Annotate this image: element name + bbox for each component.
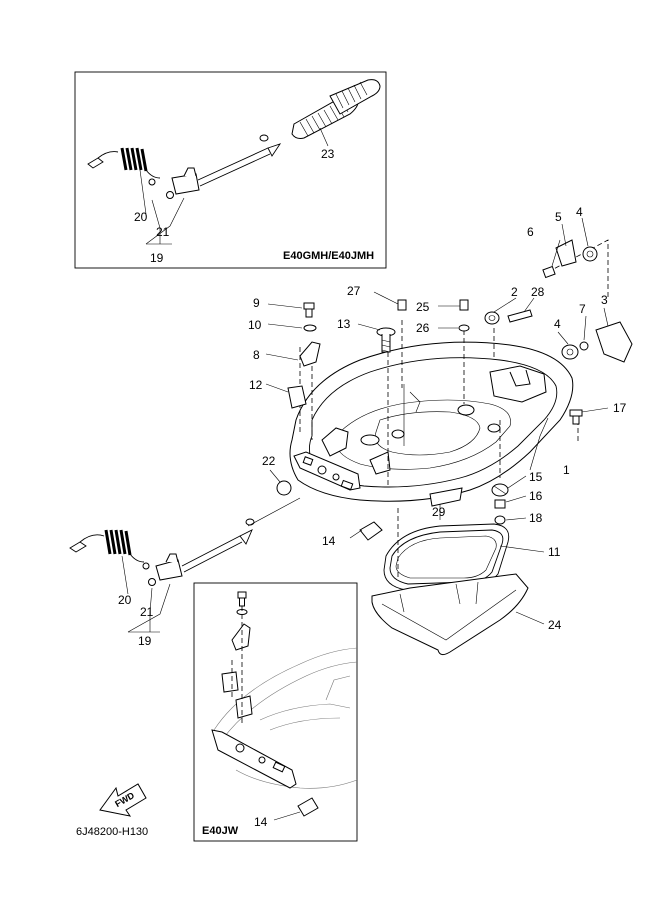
stop-switch-assembly-top (87, 79, 381, 199)
inset-part-14-plate (297, 797, 319, 817)
inset-bolt (237, 591, 247, 607)
variant-box-bottom: E40JW 14 (193, 582, 358, 842)
tiller-handle-grip (291, 79, 381, 139)
callout-13: 13 (337, 317, 351, 331)
variant-caption-bottom: E40JW (202, 825, 239, 837)
fwd-arrow: FWD (99, 783, 147, 817)
callout-14: 14 (322, 534, 336, 548)
callout-21-bottom: 21 (140, 605, 154, 619)
part-2-grommet (484, 311, 500, 325)
callout-6: 6 (527, 225, 534, 239)
callout-2: 2 (511, 285, 518, 299)
drawing-code: 6J48200-H130 (76, 826, 148, 838)
part-16-collar (494, 499, 506, 509)
callout-25: 25 (416, 300, 430, 314)
variant-caption-top: E40GMH/E40JMH (283, 250, 374, 262)
part-7-nut (579, 341, 589, 351)
callout-11: 11 (548, 545, 561, 559)
callout-27: 27 (347, 284, 361, 298)
part-11-seal (383, 523, 510, 591)
part-5-clip (555, 239, 577, 267)
variant-box-top: E40GMH/E40JMH 23 (74, 71, 387, 269)
part-28-plate (507, 309, 533, 323)
callout-24: 24 (548, 618, 562, 632)
part-4-grommet-top (582, 246, 598, 262)
part-9-bolt (303, 302, 315, 318)
callout-7: 7 (579, 302, 586, 316)
part-27-bolt (397, 299, 407, 311)
callout-10: 10 (248, 318, 262, 332)
part-3-bracket (595, 321, 633, 363)
part-18-nut (494, 515, 506, 525)
callout-3: 3 (601, 293, 608, 307)
callout-4-mid: 4 (554, 317, 561, 331)
callout-19-top: 19 (150, 251, 164, 265)
callout-22: 22 (262, 454, 276, 468)
callout-20-top: 20 (134, 210, 148, 224)
part-24-tray (371, 573, 529, 656)
part-17-bolt (569, 409, 583, 425)
part-13-screw (376, 327, 396, 353)
callout-8: 8 (253, 348, 260, 362)
callout-16: 16 (529, 489, 543, 503)
part-22-grommet (276, 480, 292, 496)
callout-9: 9 (253, 296, 260, 310)
part-25-bolt (459, 299, 469, 311)
part-12-block (287, 385, 307, 409)
part-15-grommet (491, 483, 509, 497)
part-4-grommet-mid (561, 344, 579, 360)
callout-28: 28 (531, 285, 545, 299)
callout-12: 12 (249, 378, 263, 392)
bottom-cowling (289, 341, 574, 507)
callout-23: 23 (321, 147, 335, 161)
stop-switch-assembly-bottom (69, 497, 301, 586)
callout-17: 17 (613, 401, 627, 415)
part-6-bolt (542, 265, 556, 279)
callout-26: 26 (416, 321, 430, 335)
callout-14-inset: 14 (254, 815, 268, 829)
callout-19-bottom: 19 (138, 634, 152, 648)
part-14-plate (359, 521, 383, 541)
callout-20-bottom: 20 (118, 593, 132, 607)
part-26-washer (458, 324, 470, 332)
callout-15: 15 (529, 470, 543, 484)
callout-29: 29 (432, 505, 446, 519)
callout-18: 18 (529, 511, 543, 525)
callout-5: 5 (555, 210, 562, 224)
callout-1: 1 (563, 463, 570, 477)
callout-21-top: 21 (156, 225, 170, 239)
part-10-washer (303, 324, 317, 332)
callout-4-top: 4 (576, 205, 583, 219)
part-8-bracket (299, 341, 321, 367)
